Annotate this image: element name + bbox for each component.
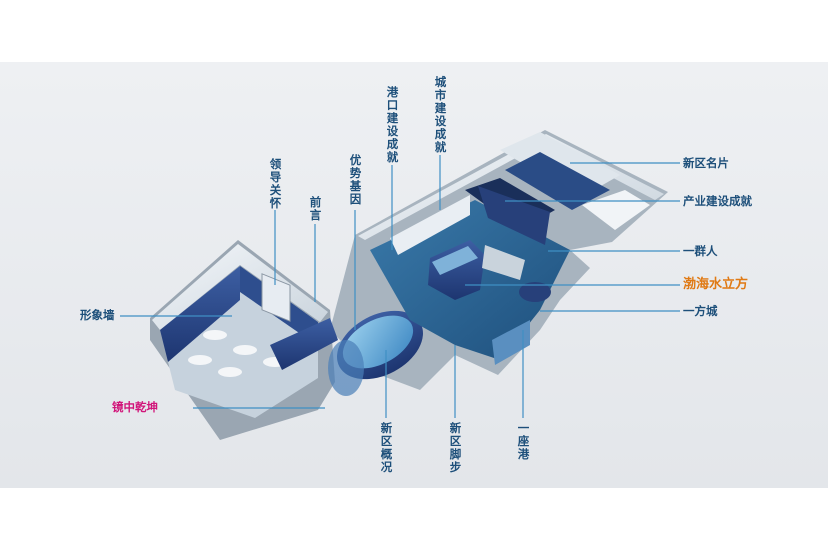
central-oval-hall xyxy=(328,310,423,396)
label-qianyan: 前言 xyxy=(309,195,322,222)
label-jingzhong-qiankun: 镜中乾坤 xyxy=(112,400,158,414)
leader-lines xyxy=(120,155,680,418)
label-chanye-jianshe: 产业建设成就 xyxy=(683,194,752,208)
label-chengshi-jianshe: 城市建设成就 xyxy=(434,75,447,154)
left-hall xyxy=(160,266,338,418)
label-lingdao-guanhuai: 领导关怀 xyxy=(269,157,282,210)
label-xinqu-jiaobu: 新区脚步 xyxy=(449,421,462,474)
label-xingxiang-qiang: 形象墙 xyxy=(80,308,115,322)
label-yi-qun-ren: 一群人 xyxy=(683,244,718,258)
label-yi-fang-cheng: 一方城 xyxy=(683,304,718,318)
label-bohai-shuilifang: 渤海水立方 xyxy=(683,277,749,292)
label-xinqu-mingpian: 新区名片 xyxy=(683,156,729,170)
main-hall xyxy=(370,132,650,365)
label-xinqu-gaikuang: 新区概况 xyxy=(380,421,393,474)
label-youshi-jiyin: 优势基因 xyxy=(349,153,362,206)
label-gangkou-jianshe: 港口建设成就 xyxy=(386,85,399,164)
label-yi-zuo-gang: 一座港 xyxy=(517,421,530,461)
